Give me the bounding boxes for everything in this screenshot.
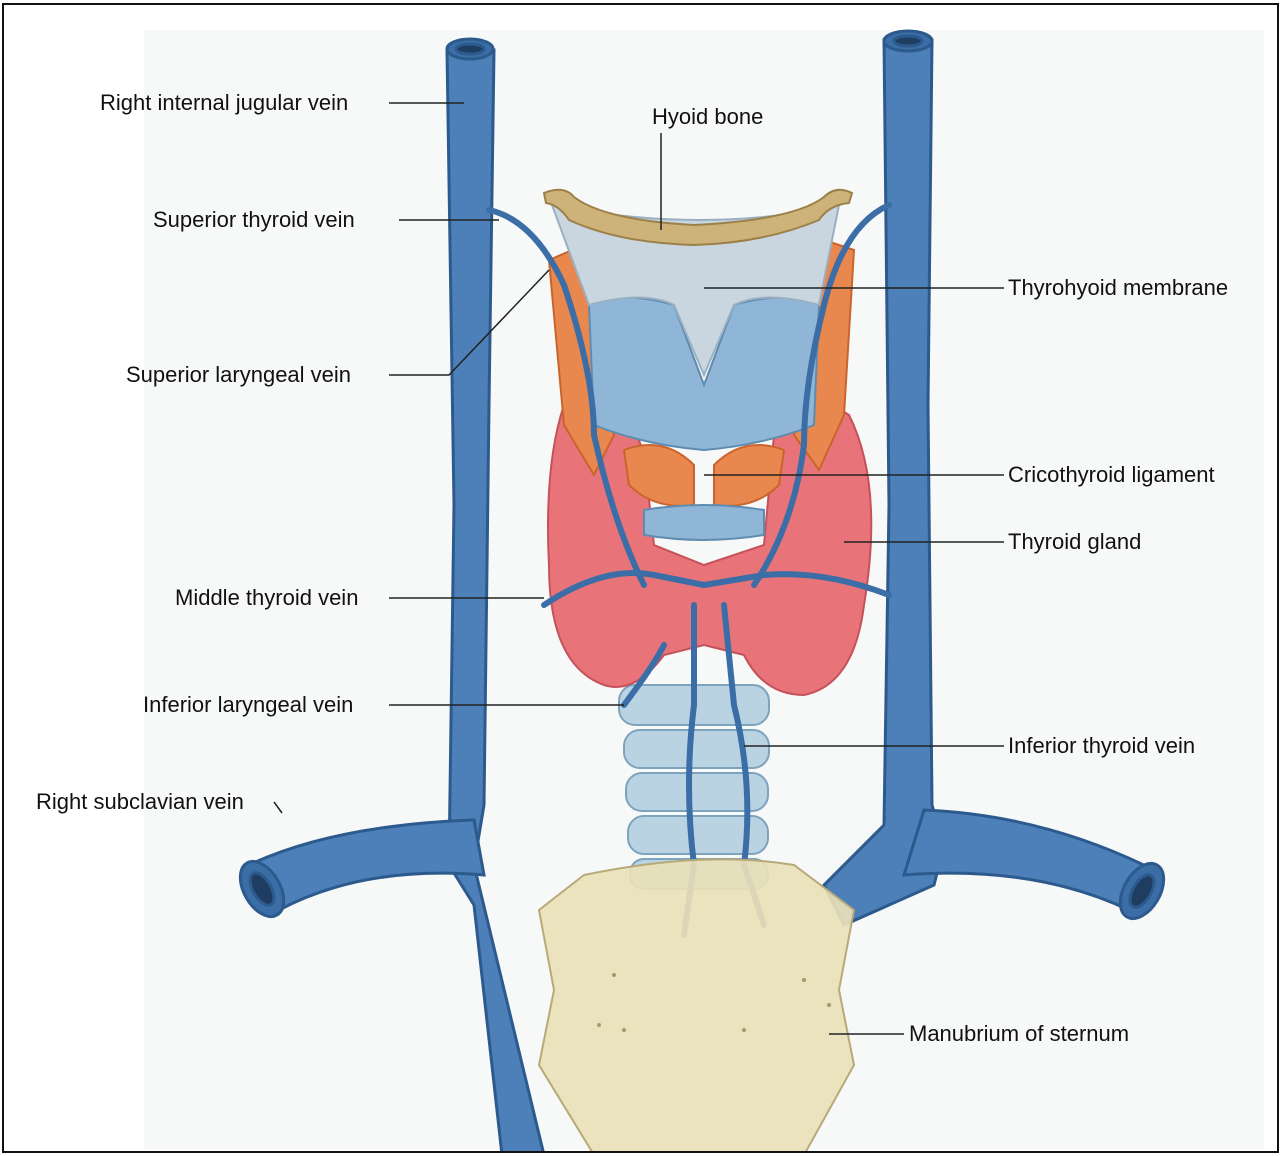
label-inferior-thyroid-vein: Inferior thyroid vein — [1008, 735, 1195, 757]
label-superior-laryngeal-vein: Superior laryngeal vein — [126, 364, 351, 386]
cricoid-cartilage — [644, 505, 764, 540]
label-right-subclavian-vein: Right subclavian vein — [36, 791, 244, 813]
thyroid-venous-anatomy-illustration — [4, 5, 1279, 1153]
label-right-internal-jugular-vein: Right internal jugular vein — [100, 92, 348, 114]
label-thyroid-gland: Thyroid gland — [1008, 531, 1141, 553]
label-middle-thyroid-vein: Middle thyroid vein — [175, 587, 358, 609]
label-hyoid-bone: Hyoid bone — [652, 106, 763, 128]
label-manubrium-of-sternum: Manubrium of sternum — [909, 1023, 1129, 1045]
diagram-frame: Right internal jugular vein Hyoid bone S… — [2, 3, 1279, 1153]
manubrium-of-sternum — [539, 859, 854, 1153]
label-thyrohyoid-membrane: Thyrohyoid membrane — [1008, 277, 1228, 299]
label-inferior-laryngeal-vein: Inferior laryngeal vein — [143, 694, 353, 716]
label-superior-thyroid-vein: Superior thyroid vein — [153, 209, 355, 231]
label-cricothyroid-ligament: Cricothyroid ligament — [1008, 464, 1215, 486]
